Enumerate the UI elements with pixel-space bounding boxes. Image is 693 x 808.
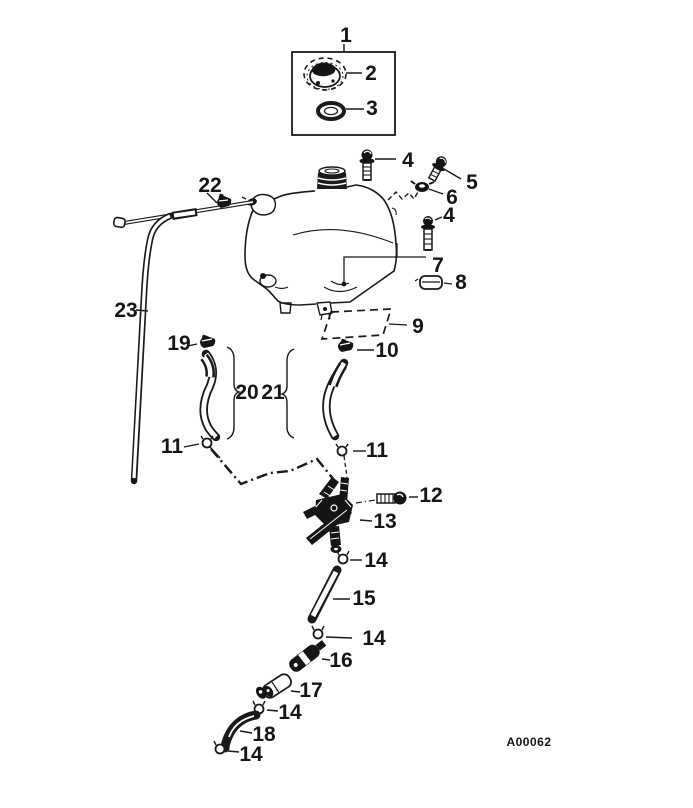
drawing-code: A00062 xyxy=(506,735,551,749)
callout-4-top: 4 xyxy=(402,149,414,172)
callout-16: 16 xyxy=(329,649,352,672)
callout-9: 9 xyxy=(412,315,424,338)
fuel-hose-left xyxy=(199,349,221,442)
centerline xyxy=(210,448,340,487)
overflow-tube xyxy=(130,212,174,485)
flange-bolt-side xyxy=(421,216,443,251)
clip-14-4 xyxy=(213,740,240,755)
brace-20 xyxy=(226,346,242,440)
callout-14-2: 14 xyxy=(362,627,386,650)
callout-20: 20 xyxy=(235,381,258,404)
flange-bolt-angled xyxy=(427,156,447,183)
rubber-grommet xyxy=(414,275,453,290)
brace-21 xyxy=(279,348,295,439)
fuel-hose-right xyxy=(322,358,349,441)
valve-screw xyxy=(355,491,418,505)
callout-14-1: 14 xyxy=(364,549,388,572)
clip-11-right xyxy=(335,443,366,485)
callout-12: 12 xyxy=(419,484,442,507)
leader-5 xyxy=(443,168,462,180)
callout-10: 10 xyxy=(375,339,398,362)
callout-14-4: 14 xyxy=(239,743,263,766)
callout-13: 13 xyxy=(373,510,396,533)
callout-2: 2 xyxy=(365,62,377,85)
fuel-tank xyxy=(241,166,398,321)
callout-5: 5 xyxy=(466,171,478,194)
callout-6: 6 xyxy=(446,186,458,209)
callout-21: 21 xyxy=(261,381,285,404)
callout-8: 8 xyxy=(455,271,467,294)
cap-gasket xyxy=(316,101,364,121)
callout-3: 3 xyxy=(366,97,378,120)
callout-17: 17 xyxy=(299,679,322,702)
fuel-hose-curved xyxy=(220,710,261,753)
callout-1: 1 xyxy=(340,24,352,47)
inline-filter xyxy=(289,640,331,672)
joint-sleeve xyxy=(255,673,301,699)
callout-11-left: 11 xyxy=(161,435,184,458)
hose-clamp-10 xyxy=(338,338,374,352)
callout-4-side: 4 xyxy=(443,204,455,227)
hose-clamp-19 xyxy=(187,334,216,348)
leader-7 xyxy=(343,243,426,284)
clip-14-2 xyxy=(311,625,353,640)
callout-11-right: 11 xyxy=(366,439,389,462)
callout-19: 19 xyxy=(167,332,190,355)
callout-7: 7 xyxy=(432,254,444,277)
wing-nut xyxy=(410,180,444,195)
fuel-filler-cap xyxy=(303,57,362,91)
alignment-zigzag xyxy=(387,189,420,201)
hose-clamp-22 xyxy=(206,192,232,208)
callout-18: 18 xyxy=(252,723,276,746)
callout-23: 23 xyxy=(114,299,137,322)
callout-15: 15 xyxy=(352,587,376,610)
fuel-hose-straight xyxy=(307,565,350,624)
flange-bolt-top xyxy=(359,149,396,181)
vent-hose xyxy=(112,200,254,229)
callout-22: 22 xyxy=(198,174,221,197)
fuel-valve xyxy=(303,477,373,553)
tank-pad xyxy=(320,308,408,340)
clip-14-1 xyxy=(336,550,362,565)
callout-14-3: 14 xyxy=(278,701,302,724)
cap-kit-box xyxy=(291,44,396,136)
